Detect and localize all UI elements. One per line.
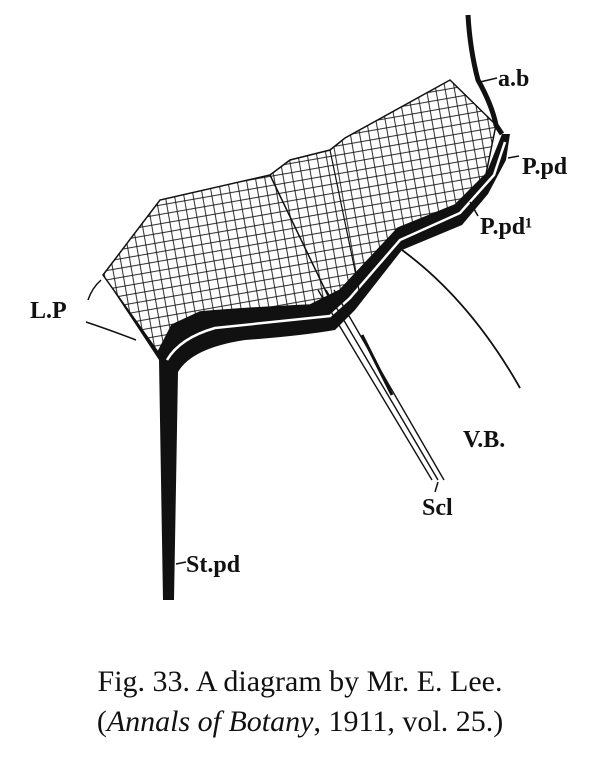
label-stpd: St.pd <box>186 552 241 578</box>
ab-pointer <box>479 77 498 83</box>
label-scl: Scl <box>422 495 453 521</box>
vb-curve <box>401 249 521 389</box>
ridge-line <box>269 174 331 301</box>
figure-caption: Fig. 33. A diagram by Mr. E. Lee. (Annal… <box>0 662 600 742</box>
ppd1-pointer <box>469 201 479 217</box>
scl-dark-segment <box>360 334 394 396</box>
scl-strand <box>325 289 439 481</box>
ridge-line <box>329 149 361 296</box>
caption-line-2: (Annals of Botany, 1911, vol. 25.) <box>0 702 600 742</box>
scl-pointer <box>434 481 439 493</box>
stpd-pointer <box>175 561 187 565</box>
ppd-pointer <box>507 155 520 159</box>
label-ab: a.b <box>498 66 529 92</box>
caption-journal-title: Annals of Botany <box>106 705 314 738</box>
label-vb: V.B. <box>463 427 505 453</box>
lp-pointer <box>87 279 102 301</box>
caption-line-1: Fig. 33. A diagram by Mr. E. Lee. <box>97 665 503 698</box>
scl-strand <box>333 289 445 481</box>
leaf-mesh <box>102 79 497 354</box>
ab-stem-line <box>465 14 505 136</box>
lp-pointer <box>85 321 137 341</box>
inner-white-line <box>165 141 507 361</box>
label-ppd: P.pd <box>522 154 568 180</box>
caption-open-paren: ( <box>96 705 107 738</box>
diagram-figure: a.b P.pd P.pd¹ L.P V.B. Scl St.pd <box>30 14 568 600</box>
label-ppd1: P.pd¹ <box>480 214 532 240</box>
label-lp: L.P <box>30 298 67 324</box>
caption-citation: , 1911, vol. 25.) <box>313 705 504 738</box>
scl-strand <box>317 289 433 481</box>
